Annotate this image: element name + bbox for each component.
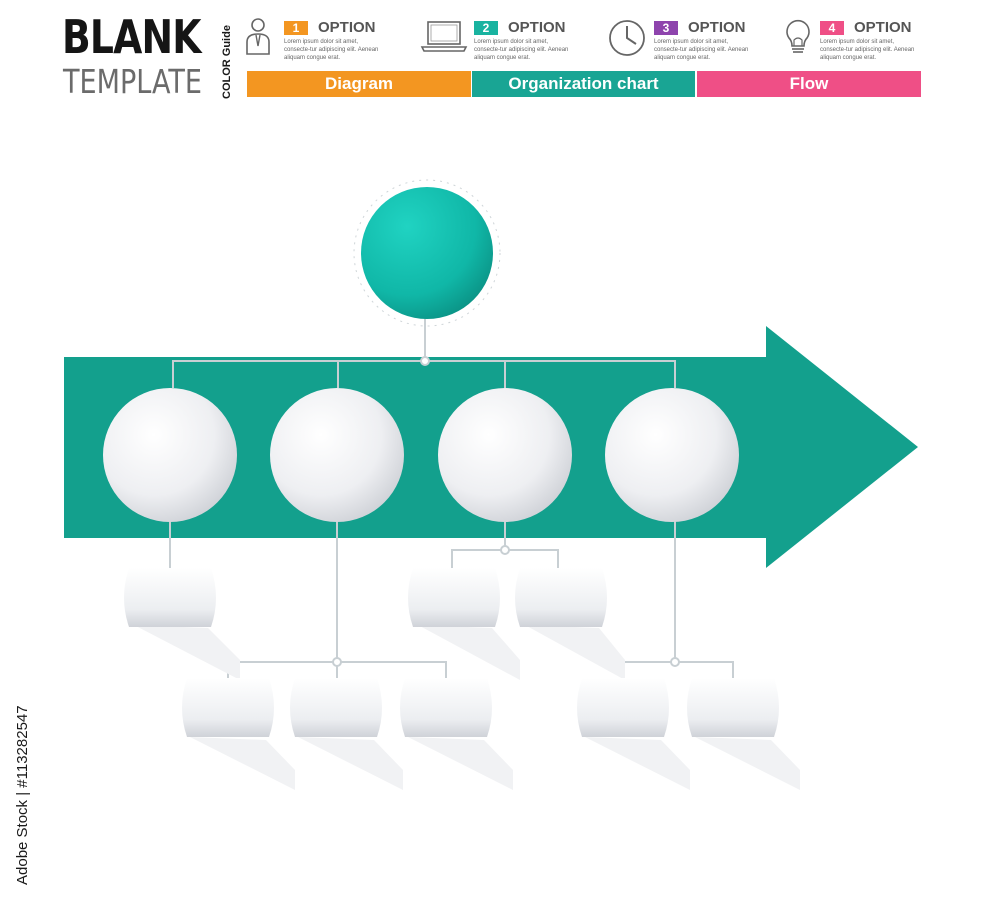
level-3-node: [182, 678, 295, 790]
level-3-node: [290, 678, 403, 790]
option-label: OPTION: [688, 19, 746, 36]
level-3-node: [687, 678, 800, 790]
option-description: Lorem ipsum dolor sit amet, consecte-tur…: [820, 39, 915, 61]
root-circle: [361, 187, 493, 319]
level-1-node: [605, 388, 739, 522]
root-halo: [353, 179, 501, 327]
lightbulb-icon: [786, 19, 810, 53]
level-2-nodes: [124, 568, 625, 680]
level-3-node: [400, 678, 513, 790]
title: BLANK: [62, 10, 202, 64]
level-2-node: [408, 568, 520, 680]
subtitle: TEMPLATE: [63, 62, 203, 101]
laptop-icon: [420, 21, 468, 52]
level-2-node: [515, 568, 625, 680]
option-label: OPTION: [508, 19, 566, 36]
person-icon: [246, 18, 270, 55]
option-description: Lorem ipsum dolor sit amet, consecte-tur…: [284, 39, 379, 61]
level-3-node: [577, 678, 690, 790]
option-badge: 1: [284, 21, 308, 35]
level-1-nodes: [103, 388, 739, 522]
level-1-node: [103, 388, 237, 522]
connector-dots: [332, 356, 680, 667]
level-2-node: [124, 568, 240, 680]
level-1-node: [270, 388, 404, 522]
watermark: Adobe Stock | #113282547: [14, 705, 31, 885]
option-description: Lorem ipsum dolor sit amet, consecte-tur…: [654, 39, 749, 61]
bar-diagram: Diagram: [247, 71, 471, 97]
option-label: OPTION: [318, 19, 376, 36]
level-1-node: [438, 388, 572, 522]
clock-icon: [609, 20, 645, 56]
option-badge: 4: [820, 21, 844, 35]
level-3-nodes: [182, 678, 800, 790]
option-badge: 3: [654, 21, 678, 35]
option-badge: 2: [474, 21, 498, 35]
option-description: Lorem ipsum dolor sit amet, consecte-tur…: [474, 39, 569, 61]
bar-organization-chart: Organization chart: [472, 71, 695, 97]
option-label: OPTION: [854, 19, 912, 36]
bar-flow: Flow: [697, 71, 921, 97]
